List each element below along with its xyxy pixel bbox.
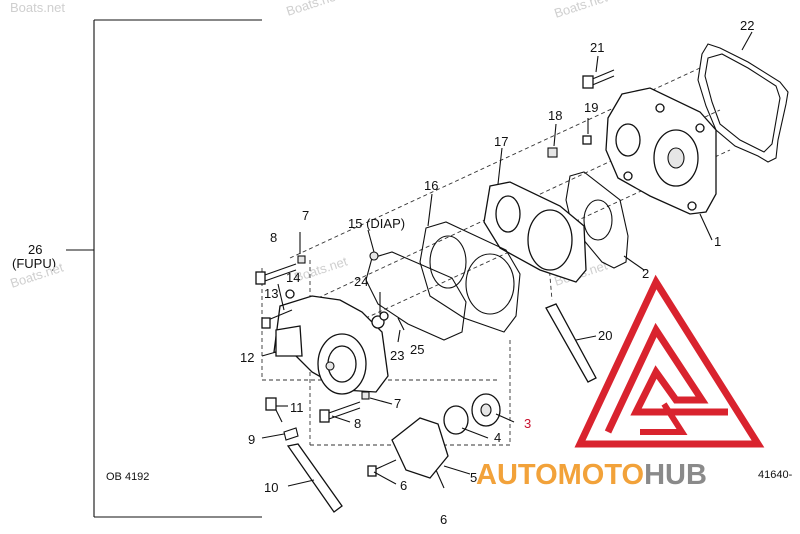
washer-23 — [379, 311, 389, 321]
callout-18: 18 — [548, 108, 562, 123]
automotohub-logo-icon — [574, 274, 765, 448]
pump-body-12 — [273, 295, 389, 395]
filter-bowl-5 — [391, 417, 449, 489]
assembly-bracket — [66, 19, 262, 518]
callout-16: 16 — [424, 178, 438, 193]
callout-14: 14 — [286, 270, 300, 285]
callout-9: 9 — [248, 432, 255, 447]
diaphragm-15 — [365, 251, 467, 341]
callout-26: 26 — [28, 242, 42, 257]
leader-lines — [261, 31, 753, 487]
diagram-code-right: 41640- — [758, 469, 793, 481]
clip-9 — [283, 427, 299, 441]
gasket-22 — [697, 43, 789, 163]
callout-13: 13 — [264, 286, 278, 301]
hose-20 — [545, 303, 597, 383]
callout-21: 21 — [590, 40, 604, 55]
callout-7-bottom: 7 — [394, 396, 401, 411]
callout-8-bottom: 8 — [354, 416, 361, 431]
pin-25 — [397, 317, 405, 331]
callout-22: 22 — [740, 18, 754, 33]
callout-12: 12 — [240, 350, 254, 365]
callout-4: 4 — [494, 430, 501, 445]
callout-24: 24 — [354, 274, 368, 289]
brand-text: AUTOMOTOHUB — [476, 459, 707, 491]
fitting-11 — [265, 397, 283, 423]
callout-1: 1 — [714, 234, 721, 249]
callout-25: 25 — [410, 342, 424, 357]
washer-7-bottom — [361, 391, 370, 400]
callout-3: 3 — [524, 416, 531, 431]
callout-11: 11 — [290, 400, 304, 415]
callout-26-sublabel: (FUPU) — [12, 256, 56, 271]
callout-17: 17 — [494, 134, 508, 149]
hose-10 — [286, 443, 343, 513]
filter-screen-3 — [471, 393, 501, 427]
screw-21 — [582, 69, 615, 89]
callout-8-top: 8 — [270, 230, 277, 245]
callout-20: 20 — [598, 328, 612, 343]
callout-6-bottom: 6 — [440, 512, 447, 527]
screw-8-bottom — [319, 401, 361, 423]
callout-23: 23 — [390, 348, 404, 363]
diagram-code-left: OB 4192 — [106, 471, 149, 483]
brand-text-part2: HUB — [644, 459, 707, 491]
pump-cover-1 — [605, 87, 717, 215]
nut-18 — [547, 147, 558, 158]
screw-13 — [261, 309, 293, 329]
watermark: Boats.net — [552, 0, 609, 21]
callout-19: 19 — [584, 100, 598, 115]
watermark: Boats.net — [284, 0, 341, 19]
callout-2: 2 — [642, 266, 649, 281]
gasket-4 — [443, 405, 469, 435]
screw-6 — [367, 459, 397, 477]
washer-14 — [285, 289, 295, 299]
housing-17 — [483, 181, 587, 283]
callout-5: 5 — [470, 470, 477, 485]
watermark: Boats.net — [10, 0, 65, 15]
callout-10: 10 — [264, 480, 278, 495]
brand-text-part1: AUTOMOTO — [476, 459, 644, 491]
washer-7-top — [297, 255, 306, 264]
callout-7-top: 7 — [302, 208, 309, 223]
screw-8-top — [255, 263, 297, 285]
callout-6: 6 — [400, 478, 407, 493]
nut-19 — [582, 135, 592, 145]
gasket-16 — [419, 221, 521, 333]
callout-15: 15 (DIAP) — [348, 216, 405, 231]
